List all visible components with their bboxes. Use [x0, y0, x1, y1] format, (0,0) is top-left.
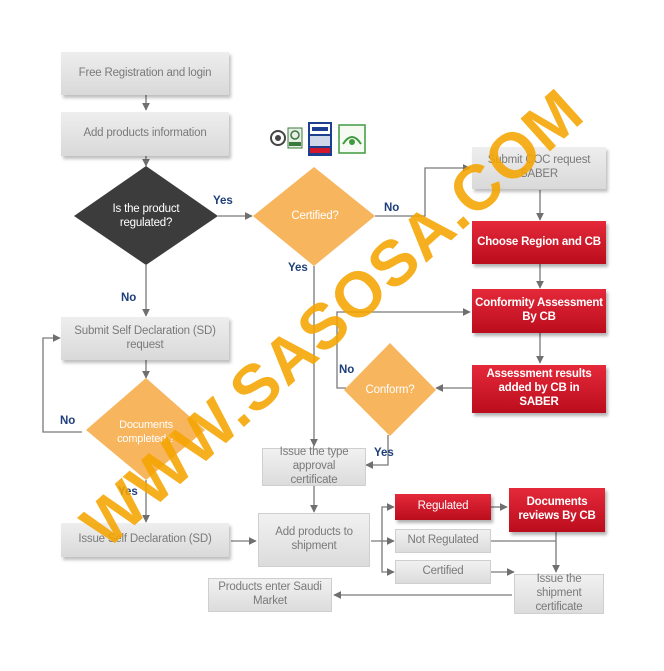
- decision-regulated-shape: [74, 166, 218, 265]
- submit-sd-box: Submit Self Declaration (SD) request: [61, 317, 229, 360]
- add-to-shipment-box: Add products to shipment: [258, 513, 370, 567]
- choose-region-box: Choose Region and CB: [472, 221, 606, 264]
- saso-logo-icon: [270, 127, 303, 149]
- conformity-assessment-box: Conformity Assessment By CB: [472, 289, 606, 333]
- label-yes-regulated: Yes: [213, 195, 233, 207]
- iec-logo-icon: [308, 122, 332, 156]
- products-enter-market-box: Products enter Saudi Market: [208, 578, 332, 612]
- certified-box: Certified: [395, 560, 491, 584]
- decision-documents-text: Documents completed ?: [117, 419, 175, 445]
- issue-sd-box: Issue Self Declaration (SD): [61, 523, 229, 557]
- add-products-info-box: Add products information: [61, 112, 229, 156]
- label-no-conform: No: [339, 364, 355, 376]
- label-yes-certified: Yes: [288, 262, 308, 274]
- decision-conform-text: Conform?: [365, 383, 415, 396]
- regulated-box: Regulated: [395, 494, 491, 520]
- issue-shipment-cert-box: Issue the shipment certificate: [514, 573, 604, 614]
- label-no-certified: No: [384, 202, 400, 214]
- decision-regulated-text: Is the product regulated?: [112, 202, 180, 229]
- label-no-regulated: No: [121, 292, 137, 304]
- decision-certified-shape: [253, 167, 375, 266]
- assessment-results-box: Assessment results added by CB in SABER: [472, 365, 606, 413]
- free-registration-box: Free Registration and login: [61, 52, 229, 95]
- decision-certified-text: Certified?: [291, 209, 339, 222]
- not-regulated-box: Not Regulated: [395, 529, 491, 553]
- decision-documents-shape: [86, 378, 205, 480]
- decision-conform-shape: [344, 343, 436, 436]
- certification-mark-icon: [338, 124, 366, 154]
- issue-type-approval-box: Issue the type approval certificate: [262, 446, 366, 486]
- submit-coc-box: Submit COC request SABER: [472, 147, 606, 189]
- documents-reviews-box: Documents reviews By CB: [509, 488, 605, 532]
- label-yes-documents: Yes: [118, 486, 138, 498]
- label-yes-conform: Yes: [374, 447, 394, 459]
- label-no-documents: No: [60, 415, 76, 427]
